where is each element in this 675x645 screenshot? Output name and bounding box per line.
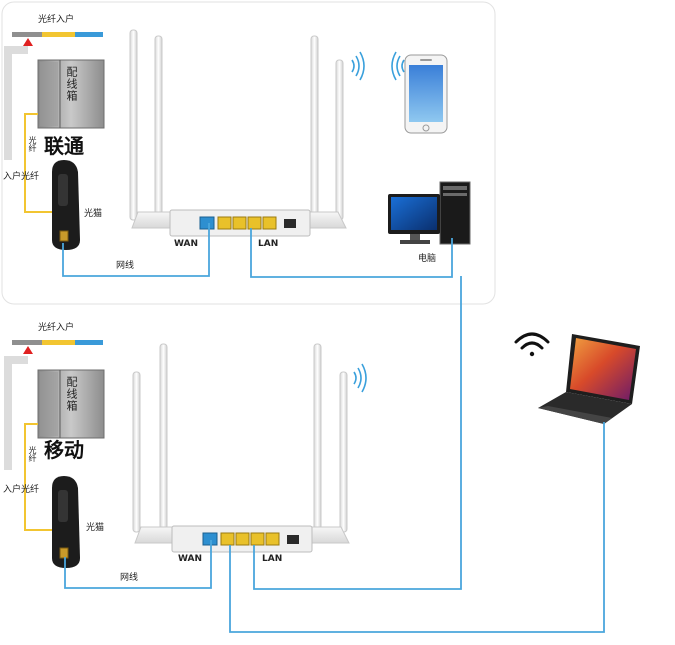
network-cable	[62, 223, 210, 277]
modem-label: 光猫	[84, 209, 103, 219]
network-cable	[64, 540, 212, 589]
router	[132, 343, 350, 553]
network-cable	[229, 422, 605, 633]
phone-icon	[404, 54, 448, 134]
lan-label: LAN	[262, 554, 283, 564]
distribution-box	[37, 59, 105, 129]
distribution-box-label: 配线箱	[65, 376, 78, 412]
fiber-cable	[24, 113, 52, 213]
fiber-entry-label: 光纤入户	[38, 323, 75, 333]
home-fiber-label: 入户光纤	[3, 485, 40, 495]
wan-label: WAN	[178, 554, 203, 564]
fiber-arrow	[23, 38, 33, 46]
wireless-signal-icon	[391, 51, 405, 81]
isp-label: 联通	[44, 134, 84, 158]
optical-modem	[52, 476, 80, 568]
cable-label: 网线	[116, 261, 135, 271]
fiber-vertical-label: 光纤	[28, 136, 37, 152]
fiber-bar	[12, 32, 103, 37]
wan-label: WAN	[174, 239, 199, 249]
fiber-bar	[12, 340, 103, 345]
desktop-computer-icon	[388, 181, 471, 245]
fiber-entry-label: 光纤入户	[38, 15, 75, 25]
wifi-icon	[514, 332, 550, 357]
fiber-cable	[24, 423, 52, 531]
wall-outline	[4, 46, 28, 160]
pc-label: 电脑	[418, 254, 437, 264]
isp-label: 移动	[44, 438, 84, 462]
section-top	[4, 29, 471, 278]
router	[129, 29, 347, 237]
distribution-box-label: 配线箱	[65, 66, 78, 102]
fiber-arrow	[23, 346, 33, 354]
distribution-box	[37, 369, 105, 439]
modem-label: 光猫	[86, 523, 105, 533]
section-bottom	[4, 276, 640, 633]
home-fiber-label: 入户光纤	[3, 172, 40, 182]
optical-modem	[52, 160, 80, 250]
section-panel-top	[1, 1, 496, 305]
wall-outline	[4, 356, 28, 470]
lan-label: LAN	[258, 239, 279, 249]
wireless-signal-icon	[353, 363, 367, 393]
laptop-icon	[538, 334, 640, 424]
fiber-vertical-label: 光纤	[28, 446, 37, 462]
cable-label: 网线	[120, 573, 139, 583]
network-cable	[250, 228, 453, 278]
network-cable	[253, 276, 462, 590]
wireless-signal-icon	[351, 51, 365, 81]
